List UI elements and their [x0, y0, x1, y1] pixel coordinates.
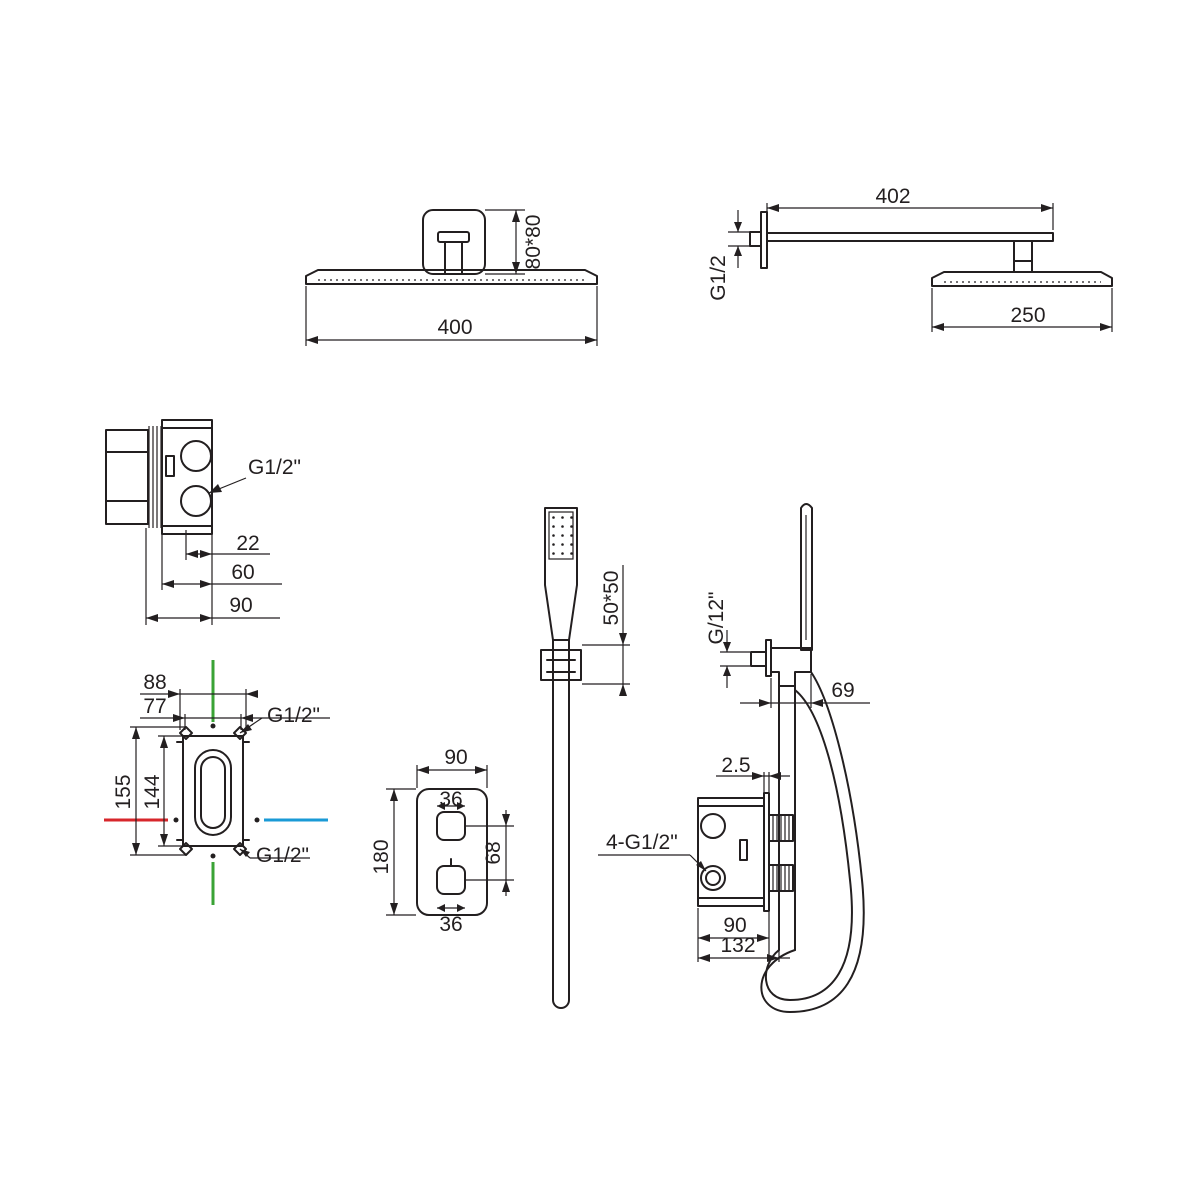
shower-head-plate [305, 269, 598, 285]
dim-144-label: 144 [141, 774, 164, 809]
dim-90-label: 90 [229, 594, 252, 617]
shower-hose [765, 689, 853, 1001]
bottom-handle-width-label: 36 [439, 913, 462, 936]
overhead-shower-side-view: 402 250 G1/2 [707, 185, 1113, 332]
cover-plate-view: 90 36 36 180 68 [370, 746, 514, 936]
top-outlet [180, 440, 212, 472]
wall-thread [749, 231, 762, 247]
box-threads-label: 4-G1/2" [606, 831, 678, 854]
handle-spacing-label: 68 [482, 841, 505, 864]
elbow-thread-label: G/12" [705, 592, 728, 645]
top-thread-label: G1/2" [267, 704, 320, 727]
valve-cartridge-opening [194, 749, 232, 836]
plate-height-label: 180 [370, 839, 393, 874]
bottom-handle [436, 865, 466, 895]
head-width-label: 400 [437, 316, 472, 339]
arm-nut [437, 231, 470, 243]
plate-width-label: 90 [444, 746, 467, 769]
elbow-projection-label: 69 [831, 679, 854, 702]
mount-ear-tl [179, 726, 193, 740]
lower-threaded-connector [768, 864, 794, 892]
hand-shower-side [800, 503, 813, 651]
bracket-size-label: 50*50 [600, 571, 623, 626]
valve-box-front-body [182, 735, 244, 847]
spray-face [549, 512, 573, 559]
dim-77-label: 77 [143, 695, 166, 718]
hand-shower-front-view: 50*50 [540, 507, 630, 1009]
dim-22-label: 22 [236, 532, 259, 555]
dim-60-label: 60 [231, 561, 254, 584]
thread-rings [148, 426, 162, 528]
bottom-outlet [180, 485, 212, 517]
head-depth-label: 250 [1010, 304, 1045, 327]
top-handle-width-label: 36 [439, 788, 462, 811]
flange-dimension-label: 80*80 [522, 215, 545, 270]
shower-head-side [931, 271, 1113, 287]
valve-box-front-view: 88 77 G1/2" 155 144 G1/2" [104, 660, 330, 905]
head-connector [1013, 240, 1033, 262]
mount-ear-tr [233, 726, 247, 740]
elbow-thread [750, 651, 767, 667]
mount-ear-bl [179, 842, 193, 856]
upper-threaded-connector [768, 814, 794, 842]
top-handle [436, 811, 466, 841]
valve-body-cap [105, 429, 149, 525]
box-depth-label: 90 [723, 914, 746, 937]
lower-port [700, 865, 726, 891]
hand-shower-bracket [540, 649, 582, 681]
dim-155-label: 155 [112, 774, 135, 809]
dim-88-label: 88 [143, 671, 166, 694]
bottom-thread-label: G1/2" [256, 844, 309, 867]
arm-neck [444, 241, 463, 275]
valve-box-body [161, 419, 213, 535]
arm-thread-label: G1/2 [707, 255, 730, 301]
valve-box-side-view: G1/2" 22 60 90 [105, 419, 301, 625]
cover-plate [416, 788, 488, 916]
overhead-shower-front-view: 80*80 400 [305, 209, 598, 346]
hand-shower-assembly-view: G/12" 69 2. [598, 503, 870, 1013]
mount-ear-br [233, 842, 247, 856]
total-depth-label: 132 [720, 934, 755, 957]
arm-length-label: 402 [875, 185, 910, 208]
box-gap-label: 2.5 [721, 754, 750, 777]
hose-front [552, 639, 570, 1009]
outlet-thread-label: G1/2" [248, 456, 301, 479]
shower-arm [766, 232, 1054, 242]
wall-elbow [770, 647, 812, 687]
upper-port [700, 813, 726, 839]
